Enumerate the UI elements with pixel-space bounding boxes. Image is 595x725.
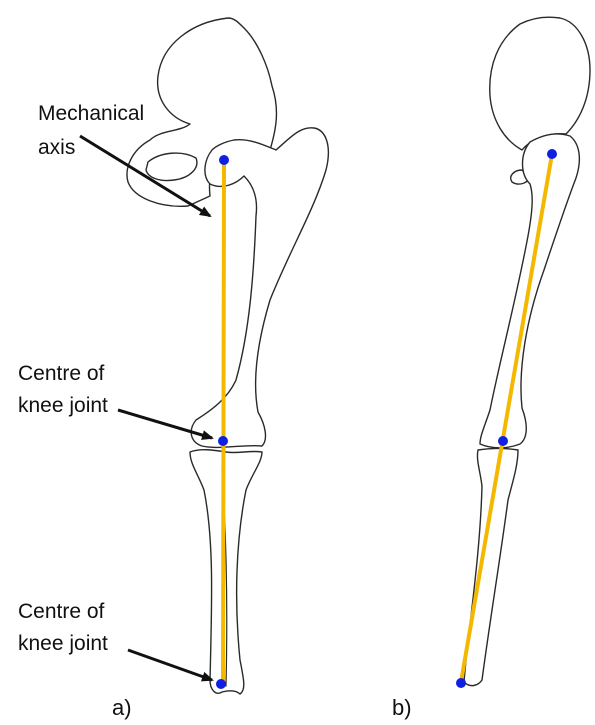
panel-a-leg — [127, 18, 328, 694]
panel-b-leg — [456, 17, 590, 688]
ankle-centre-label-line1: Centre of — [18, 600, 105, 623]
hip-centre-point-a — [219, 155, 229, 165]
knee-centre-point-a — [218, 436, 228, 446]
ankle-centre-point-a — [216, 679, 226, 689]
ankle-centre-point-b — [456, 678, 466, 688]
mechanical-axis-line-b — [461, 154, 552, 682]
knee-centre-label-line2: knee joint — [18, 394, 108, 417]
panel-b-label: b) — [392, 695, 412, 720]
mechanical-axis-label-line1: Mechanical — [38, 102, 144, 125]
knee-centre-label-line1: Centre of — [18, 362, 105, 385]
pelvis-outline-b — [490, 17, 590, 150]
hip-centre-point-b — [547, 149, 557, 159]
ankle-centre-arrow — [128, 650, 212, 680]
knee-centre-point-b — [498, 436, 508, 446]
mechanical-axis-label-line2: axis — [38, 136, 75, 159]
mechanical-axis-line-a — [223, 160, 224, 682]
panel-a-label: a) — [112, 695, 132, 720]
ankle-centre-label-line2: knee joint — [18, 632, 108, 655]
femur-outline-a — [191, 128, 328, 448]
tibia-outline-b — [464, 449, 518, 686]
